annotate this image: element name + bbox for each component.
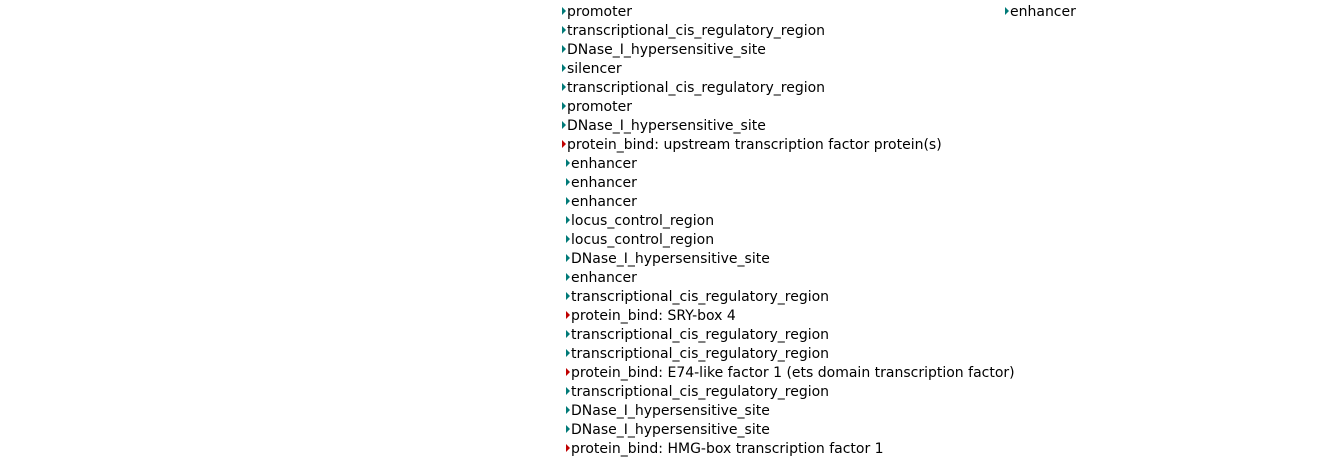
strand-arrow-icon bbox=[566, 292, 570, 300]
feature-label: DNase_I_hypersensitive_site bbox=[567, 42, 766, 58]
feature-item[interactable]: locus_control_region bbox=[566, 231, 714, 250]
strand-arrow-icon bbox=[566, 406, 570, 414]
feature-label: DNase_I_hypersensitive_site bbox=[571, 403, 770, 419]
feature-item[interactable]: protein_bind: HMG-box transcription fact… bbox=[566, 440, 884, 459]
strand-arrow-icon bbox=[1005, 7, 1009, 15]
feature-item[interactable]: locus_control_region bbox=[566, 212, 714, 231]
feature-label: enhancer bbox=[571, 175, 637, 191]
strand-arrow-icon bbox=[566, 216, 570, 224]
strand-arrow-icon bbox=[566, 178, 570, 186]
strand-arrow-icon bbox=[562, 121, 566, 129]
strand-arrow-icon bbox=[566, 387, 570, 395]
strand-arrow-icon bbox=[562, 83, 566, 91]
strand-arrow-icon bbox=[566, 273, 570, 281]
feature-label: transcriptional_cis_regulatory_region bbox=[571, 327, 830, 343]
feature-label: protein_bind: E74-like factor 1 (ets dom… bbox=[571, 365, 1015, 381]
feature-item[interactable]: enhancer bbox=[566, 193, 637, 212]
feature-label: locus_control_region bbox=[571, 213, 715, 229]
feature-item[interactable]: DNase_I_hypersensitive_site bbox=[566, 250, 770, 269]
strand-arrow-icon bbox=[562, 45, 566, 53]
feature-item[interactable]: promoter bbox=[562, 3, 632, 22]
feature-label: transcriptional_cis_regulatory_region bbox=[571, 346, 830, 362]
feature-label: promoter bbox=[567, 4, 632, 20]
feature-label: protein_bind: SRY-box 4 bbox=[571, 308, 736, 324]
feature-item[interactable]: transcriptional_cis_regulatory_region bbox=[566, 345, 829, 364]
feature-item[interactable]: promoter bbox=[562, 98, 632, 117]
feature-item[interactable]: transcriptional_cis_regulatory_region bbox=[562, 79, 825, 98]
feature-item[interactable]: silencer bbox=[562, 60, 622, 79]
strand-arrow-icon bbox=[562, 140, 566, 148]
feature-item[interactable]: enhancer bbox=[1005, 3, 1076, 22]
feature-item[interactable]: DNase_I_hypersensitive_site bbox=[562, 117, 766, 136]
feature-label: protein_bind: HMG-box transcription fact… bbox=[571, 441, 884, 457]
feature-item[interactable]: DNase_I_hypersensitive_site bbox=[562, 41, 766, 60]
strand-arrow-icon bbox=[566, 330, 570, 338]
feature-item[interactable]: transcriptional_cis_regulatory_region bbox=[566, 326, 829, 345]
strand-arrow-icon bbox=[562, 7, 566, 15]
feature-item[interactable]: transcriptional_cis_regulatory_region bbox=[566, 383, 829, 402]
feature-item[interactable]: enhancer bbox=[566, 155, 637, 174]
feature-item[interactable]: DNase_I_hypersensitive_site bbox=[566, 402, 770, 421]
strand-arrow-icon bbox=[562, 26, 566, 34]
feature-label: enhancer bbox=[571, 156, 637, 172]
feature-label: locus_control_region bbox=[571, 232, 715, 248]
feature-label: transcriptional_cis_regulatory_region bbox=[567, 23, 826, 39]
strand-arrow-icon bbox=[566, 254, 570, 262]
feature-item[interactable]: protein_bind: upstream transcription fac… bbox=[562, 136, 942, 155]
feature-label: transcriptional_cis_regulatory_region bbox=[571, 384, 830, 400]
strand-arrow-icon bbox=[566, 444, 570, 452]
feature-item[interactable]: protein_bind: E74-like factor 1 (ets dom… bbox=[566, 364, 1015, 383]
strand-arrow-icon bbox=[566, 368, 570, 376]
feature-label: enhancer bbox=[571, 194, 637, 210]
feature-label: DNase_I_hypersensitive_site bbox=[567, 118, 766, 134]
strand-arrow-icon bbox=[566, 159, 570, 167]
feature-label: transcriptional_cis_regulatory_region bbox=[571, 289, 830, 305]
feature-item[interactable]: protein_bind: SRY-box 4 bbox=[566, 307, 736, 326]
feature-item[interactable]: DNase_I_hypersensitive_site bbox=[566, 421, 770, 440]
feature-label: promoter bbox=[567, 99, 632, 115]
strand-arrow-icon bbox=[562, 102, 566, 110]
strand-arrow-icon bbox=[566, 197, 570, 205]
strand-arrow-icon bbox=[566, 235, 570, 243]
feature-label: protein_bind: upstream transcription fac… bbox=[567, 137, 942, 153]
feature-label: DNase_I_hypersensitive_site bbox=[571, 422, 770, 438]
feature-label: enhancer bbox=[1010, 4, 1076, 20]
feature-label: enhancer bbox=[571, 270, 637, 286]
feature-item[interactable]: transcriptional_cis_regulatory_region bbox=[562, 22, 825, 41]
feature-item[interactable]: enhancer bbox=[566, 174, 637, 193]
feature-item[interactable]: transcriptional_cis_regulatory_region bbox=[566, 288, 829, 307]
feature-item[interactable]: enhancer bbox=[566, 269, 637, 288]
feature-label: silencer bbox=[567, 61, 622, 77]
feature-label: DNase_I_hypersensitive_site bbox=[571, 251, 770, 267]
strand-arrow-icon bbox=[562, 64, 566, 72]
strand-arrow-icon bbox=[566, 349, 570, 357]
strand-arrow-icon bbox=[566, 311, 570, 319]
strand-arrow-icon bbox=[566, 425, 570, 433]
feature-label: transcriptional_cis_regulatory_region bbox=[567, 80, 826, 96]
